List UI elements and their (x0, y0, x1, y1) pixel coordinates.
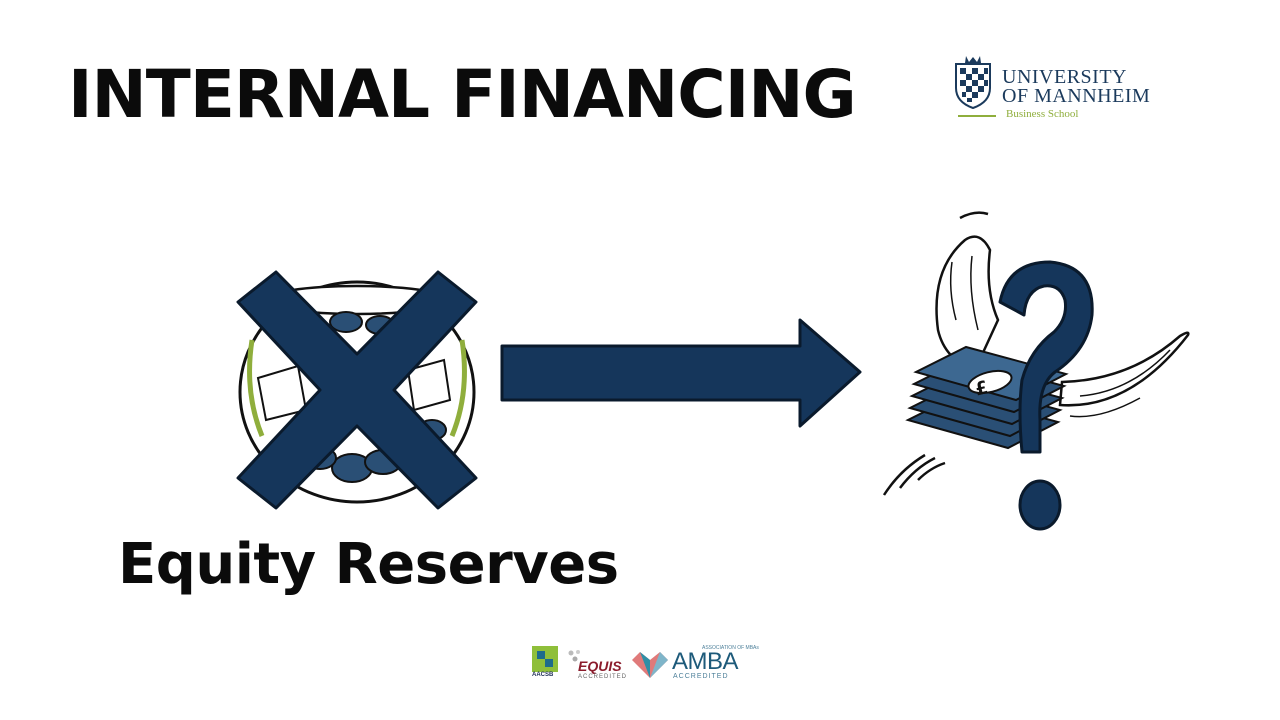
equis-sub-label: ACCREDITED (578, 674, 628, 680)
question-mark-icon (998, 260, 1094, 531)
amba-label: AMBA (672, 648, 739, 675)
logo-accent-bar (958, 115, 996, 117)
crest-icon (955, 56, 991, 110)
equis-dots-icon (568, 650, 580, 662)
aacsb-label: AACSB (532, 672, 554, 678)
x-mark-icon (236, 270, 478, 510)
amba-association-label: ASSOCIATION OF MBAs (702, 645, 759, 651)
svg-text:£: £ (973, 377, 990, 400)
arrow-right-icon (500, 318, 862, 428)
accreditation-logos: AACSB EQUIS ACCREDITED ASSOCIATION OF MB… (530, 644, 760, 684)
slide-title: INTERNAL FINANCING (68, 56, 857, 133)
logo-subtitle: Business School (1006, 108, 1079, 120)
amba-heart-icon (632, 652, 668, 678)
university-logo: UNIVERSITY OF MANNHEIM Business School (946, 52, 1186, 124)
logo-line1: UNIVERSITY (1002, 66, 1127, 88)
aacsb-logo-icon (532, 646, 558, 672)
amba-sub-label: ACCREDITED (673, 673, 729, 680)
logo-line2: OF MANNHEIM (1002, 85, 1151, 107)
equis-label: EQUIS (578, 658, 622, 674)
equity-reserves-caption: Equity Reserves (118, 532, 619, 597)
